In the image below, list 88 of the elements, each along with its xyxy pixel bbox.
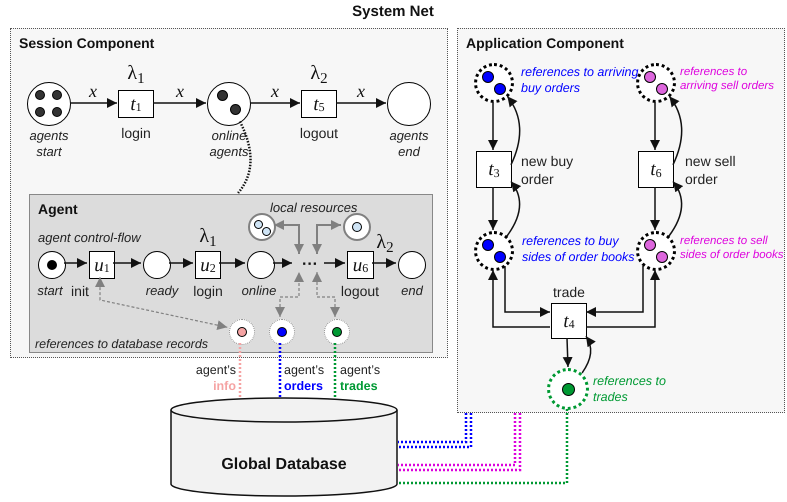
arrow (312, 272, 340, 317)
section-label: references to database records (35, 336, 208, 353)
link-line (396, 412, 472, 448)
arrow (274, 220, 304, 254)
place-label: ready (144, 283, 180, 300)
section-label: agent control-flow (38, 229, 141, 247)
transition-box: u$_{1}$ (89, 251, 115, 279)
diagram-title: System Net (351, 2, 435, 22)
arrow (95, 277, 228, 330)
edge-label: x (270, 80, 280, 103)
arrow (169, 258, 193, 268)
place-label: references to buy sides of order books (522, 234, 636, 266)
section-label: local resources (270, 199, 358, 217)
transition-label: login (120, 125, 152, 142)
arrow (312, 220, 341, 254)
arrow (586, 266, 644, 317)
link-line (237, 120, 252, 194)
transition-label: new sell order (685, 153, 737, 188)
arrow (273, 258, 292, 268)
transition-box: t$_{1}$ (118, 90, 154, 118)
arrow (336, 98, 386, 108)
transition-label: logout (298, 125, 340, 142)
place-label: references to trades (593, 374, 667, 406)
arrow (488, 102, 498, 150)
transition-label: trade (552, 284, 586, 302)
arrow (668, 181, 683, 236)
panel-title: Application Component (466, 34, 624, 53)
arrow (250, 98, 300, 108)
link-line (238, 343, 242, 397)
component-panel (10, 28, 448, 358)
rate-label: λ$_{2}$ (375, 230, 395, 255)
arrow (275, 272, 304, 317)
edge-label: x (356, 80, 366, 103)
arrow (650, 102, 660, 150)
arrow (113, 258, 141, 268)
arrow (488, 187, 498, 230)
place-label: references to sell sides of order books (680, 234, 785, 263)
arrow (562, 338, 573, 368)
transition-label: login (192, 283, 224, 300)
rate-label: λ$_{1}$ (126, 61, 146, 86)
transition-box: u$_{6}$ (347, 251, 374, 279)
place-label: references to arriving buy orders (521, 65, 640, 96)
arrow (70, 98, 117, 108)
edge-label: agent’s orders (284, 363, 326, 394)
link-line (398, 409, 568, 484)
place-label: end (400, 283, 424, 300)
place-label: references to arriving sell orders (680, 65, 775, 94)
panel-title: Agent (38, 200, 78, 219)
arrow (668, 96, 682, 166)
transition-box: t$_{4}$ (551, 303, 587, 339)
arrow (324, 258, 345, 268)
transition-box: u$_{2}$ (195, 251, 221, 279)
component-panel (457, 28, 785, 413)
place-label: start (36, 283, 64, 300)
arrow (506, 96, 520, 166)
edge-label: x (174, 80, 185, 103)
ellipsis: ··· (294, 256, 326, 274)
place-label: agents end (388, 128, 430, 160)
panel-title: Session Component (19, 34, 154, 53)
arrow (372, 258, 396, 268)
arrow (506, 181, 521, 236)
database-label: Global Database (220, 455, 348, 475)
rate-label: λ$_{1}$ (198, 224, 218, 249)
transition-label: new buy order (521, 153, 574, 188)
arrow (488, 270, 550, 328)
place-label: agents start (28, 128, 70, 160)
place-label: online (240, 283, 278, 300)
arrow (219, 258, 245, 268)
arrow (504, 266, 550, 317)
agent-panel (29, 194, 433, 353)
transition-box: t$_{6}$ (638, 151, 674, 188)
transition-label: init (70, 283, 90, 300)
transition-box: t$_{5}$ (301, 90, 337, 118)
transition-label: logout (340, 283, 380, 300)
arrow (64, 258, 87, 268)
arrow (153, 98, 206, 108)
edge-label: x (88, 80, 98, 103)
arrow (650, 187, 660, 230)
arrow (586, 270, 660, 328)
transition-box: t$_{3}$ (476, 151, 512, 188)
edge-label: agent’s info (194, 363, 236, 394)
arrow (582, 336, 596, 374)
place-label: online agents (208, 128, 250, 160)
rate-label: λ$_{2}$ (309, 61, 329, 86)
link-line (278, 343, 282, 397)
link-line (396, 412, 522, 472)
link-line (334, 343, 336, 397)
edge-label: agent’s trades (340, 363, 382, 394)
